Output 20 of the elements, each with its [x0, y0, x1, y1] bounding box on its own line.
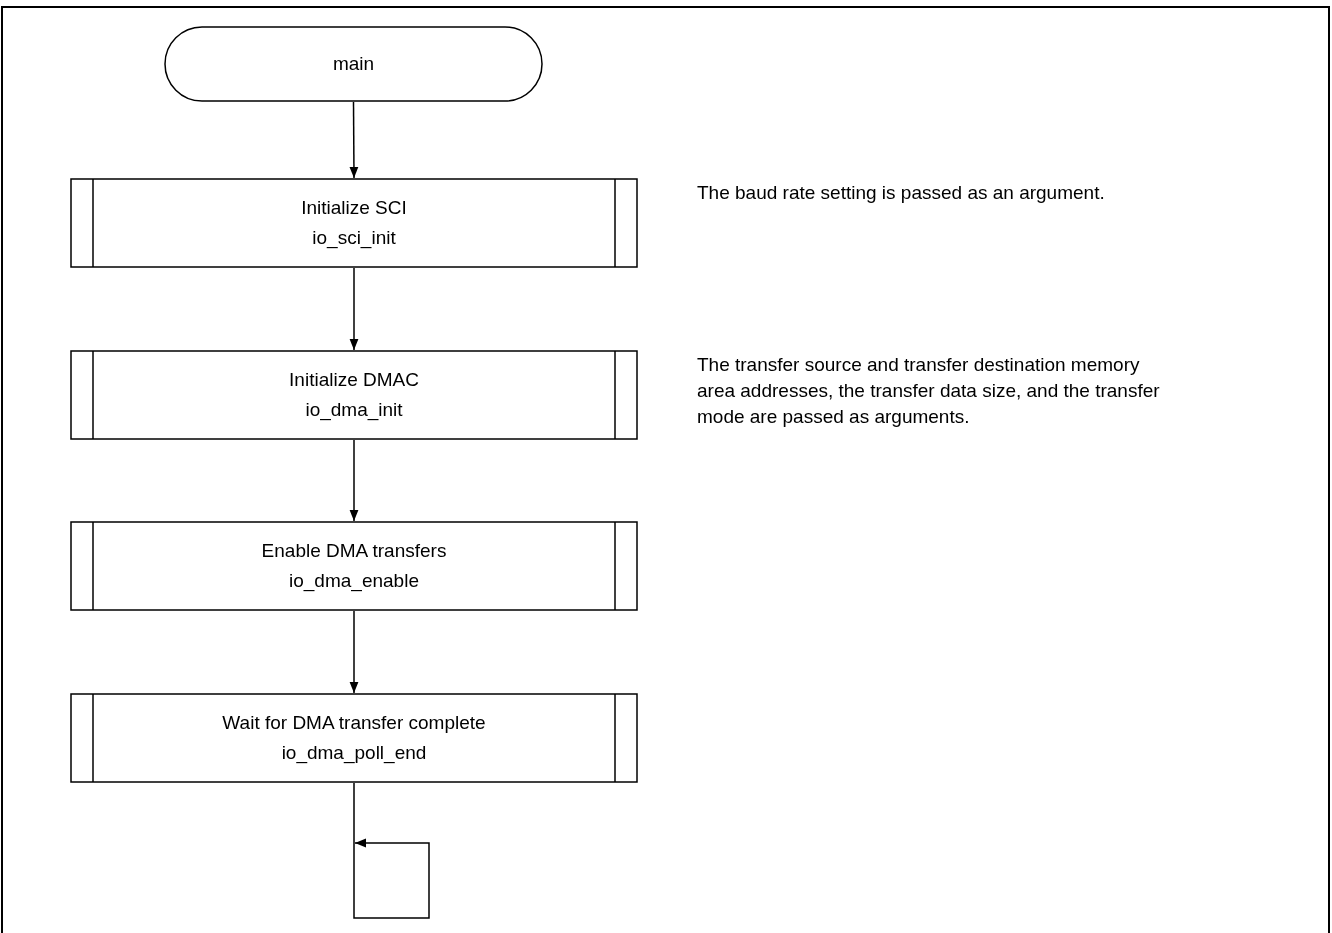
function-name: io_dma_poll_end [281, 741, 427, 766]
predefined-process-box [70, 178, 638, 268]
step-title: Enable DMA transfers [261, 539, 447, 563]
arrow [349, 101, 359, 179]
side-note: The transfer source and transfer destination memory area addresses, the transfer data size, and the transfer mode are passed as arguments. [697, 353, 1161, 429]
function-name: io_dma_enable [289, 569, 419, 594]
arrow [349, 439, 359, 522]
arrow [349, 610, 359, 694]
step-title: Wait for DMA transfer complete [222, 711, 486, 735]
predefined-process-box [70, 521, 638, 611]
side-note: The baud rate setting is passed as an argument. [697, 181, 1106, 205]
function-name: io_dma_init [305, 398, 403, 423]
step-title: Initialize DMAC [289, 368, 419, 392]
loop-arrow [353, 782, 430, 919]
predefined-process-box [70, 693, 638, 783]
function-name: io_sci_init [312, 226, 396, 251]
predefined-process-box [70, 350, 638, 440]
step-title: main [332, 52, 375, 76]
step-title: Initialize SCI [301, 196, 407, 220]
arrow [349, 267, 359, 351]
